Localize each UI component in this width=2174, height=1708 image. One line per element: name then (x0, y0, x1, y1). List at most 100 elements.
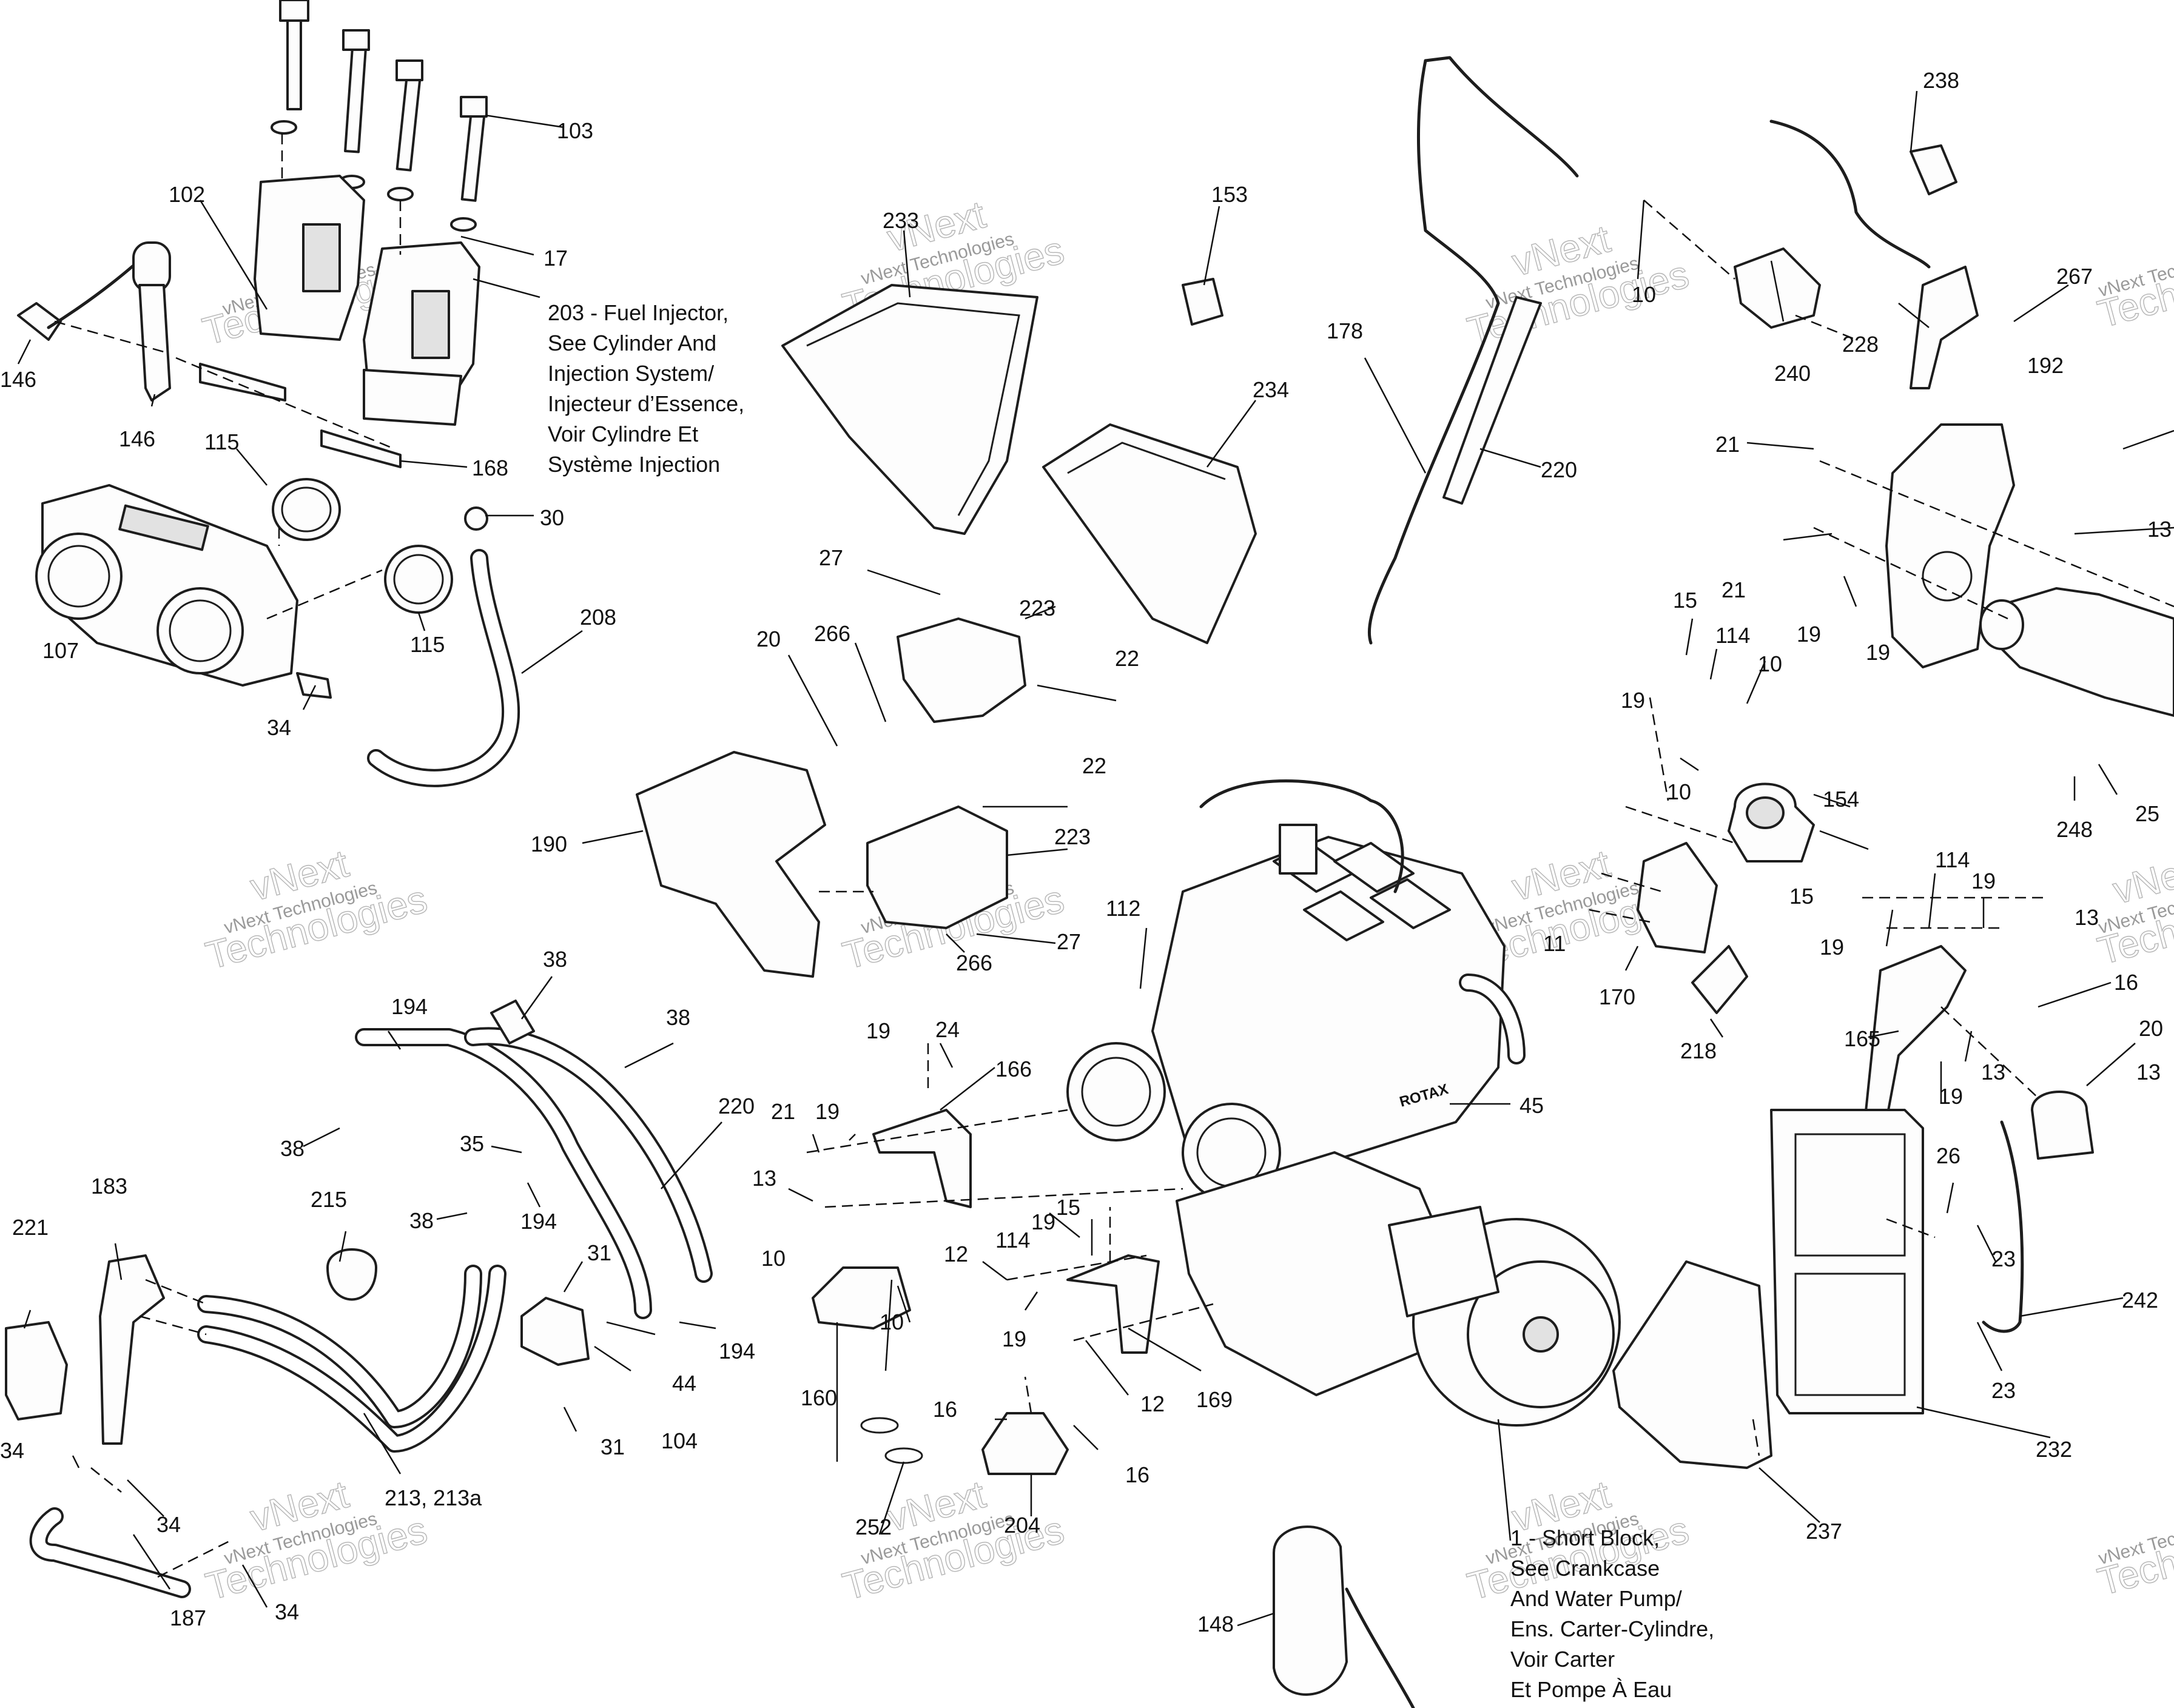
callout-label: 22 (1082, 753, 1106, 778)
callout-label: 228 (1842, 332, 1879, 357)
callout-label: 232 (2036, 1437, 2072, 1462)
note-line: See Cylinder And (548, 331, 716, 355)
callout-label: 19 (1031, 1209, 1055, 1234)
callout-label: 168 (472, 456, 508, 480)
o-ring-252 (884, 1447, 923, 1464)
callout-label: 17 (544, 246, 568, 271)
callout-label: 13 (1981, 1060, 2005, 1084)
callout-label: 114 (995, 1228, 1030, 1252)
connector-221 (5, 1321, 68, 1421)
pad-218 (1691, 945, 1748, 1014)
callout-label: 19 (815, 1099, 840, 1124)
callout-label: 248 (2056, 817, 2093, 842)
note-line: See Crankcase (1510, 1556, 1660, 1581)
callout-label: 16 (933, 1397, 957, 1422)
callout-label: 19 (1820, 935, 1844, 960)
note-line: 203 - Fuel Injector, (548, 300, 729, 325)
callout-label: 112 (1106, 896, 1140, 921)
callout-label: 21 (1721, 577, 1746, 602)
callout-label: 20 (2139, 1016, 2163, 1041)
callout-label: 38 (543, 947, 567, 972)
callout-label: 194 (520, 1209, 557, 1234)
ignition-coils (254, 175, 480, 426)
callout-label: 169 (1196, 1387, 1233, 1412)
callout-label: 170 (1599, 984, 1635, 1009)
callout-label: 20 (756, 627, 781, 651)
callout-label: 102 (169, 182, 205, 207)
callout-label: 31 (587, 1240, 611, 1265)
spark-plug-wire-146 (17, 241, 402, 468)
callout-label: 25 (2135, 801, 2159, 826)
engine-mount-192 (1885, 423, 2174, 717)
callout-label: 34 (0, 1438, 24, 1463)
callout-label: 215 (311, 1187, 347, 1212)
callout-label: 115 (204, 429, 239, 454)
note-line: And Water Pump/ (1510, 1586, 1682, 1611)
callout-label: 237 (1806, 1519, 1842, 1544)
note-line: Injection System/ (548, 361, 714, 386)
callout-label: 19 (1797, 622, 1821, 647)
ignition-bolts (271, 0, 488, 232)
callout-label: 16 (2114, 970, 2138, 995)
bracket-190 (636, 751, 826, 978)
callout-label: 15 (1673, 588, 1697, 613)
note-line: Voir Carter (1510, 1647, 1615, 1672)
callout-label: 15 (1789, 884, 1814, 909)
callout-label: 267 (2056, 264, 2093, 289)
callout-label: 35 (460, 1131, 484, 1156)
note-line: Ens. Carter-Cylindre, (1510, 1616, 1714, 1641)
bracket-166 (872, 1109, 972, 1208)
callout-label: 10 (761, 1246, 786, 1271)
callout-label: 166 (995, 1057, 1032, 1081)
callout-label: 23 (1991, 1246, 2016, 1271)
bracket-169 (1066, 1254, 1160, 1354)
callout-label: 115 (410, 632, 445, 657)
cover-233 (781, 284, 1038, 535)
bracket-237 (1612, 1260, 1772, 1469)
callout-label: 107 (42, 638, 79, 663)
callout-label: 194 (719, 1339, 755, 1363)
callout-label: 183 (91, 1174, 127, 1199)
callout-label: 13 (2136, 1060, 2161, 1084)
callout-label: 252 (855, 1515, 892, 1539)
callout-label: 204 (1004, 1513, 1040, 1538)
callout-label: 27 (1057, 929, 1081, 954)
callout-label: 194 (391, 994, 428, 1019)
throttle-body-107 (35, 484, 298, 687)
callout-label: 13 (752, 1166, 776, 1191)
parts-drawings: ROTAX (5, 0, 2174, 1708)
mount-160 (812, 1266, 911, 1330)
callout-label: 13 (2075, 905, 2099, 930)
callout-label: 165 (1844, 1026, 1880, 1051)
rail-183 (99, 1254, 165, 1445)
engine-block: ROTAX (1066, 779, 1621, 1427)
callout-label: 31 (601, 1434, 625, 1459)
callout-label: 223 (1054, 824, 1091, 849)
note-line: Injecteur d’Essence, (548, 391, 744, 416)
cap-154 (1728, 782, 1815, 862)
callout-label: 22 (1115, 646, 1139, 671)
callout-label: 10 (1632, 282, 1656, 307)
handle-148 (1273, 1525, 1415, 1708)
callout-label: 23 (1991, 1378, 2016, 1403)
callout-labels: 103 102 17 146 146 168 115 115 30 208 10… (0, 68, 2172, 1636)
callout-label: 238 (1923, 68, 1959, 93)
callout-label: 221 (12, 1215, 49, 1240)
o-ring-252 (860, 1417, 899, 1434)
cover-234 (1042, 423, 1257, 644)
callout-label: 16 (1125, 1462, 1149, 1487)
callout-label: 15 (1056, 1195, 1080, 1220)
callout-label: 38 (280, 1136, 305, 1161)
callout-label: 12 (944, 1242, 968, 1266)
callout-label: 19 (1621, 688, 1645, 713)
callout-label: 34 (267, 715, 291, 740)
callout-label: 154 (1823, 787, 1859, 812)
callout-label: 104 (661, 1428, 698, 1453)
wire-242 (1982, 1120, 2024, 1333)
callout-label: 27 (819, 545, 843, 570)
callout-label: 266 (814, 621, 850, 646)
callout-label: 233 (883, 208, 919, 233)
callout-label: 30 (540, 505, 564, 530)
hose-208 (296, 506, 520, 787)
callout-label: 160 (801, 1385, 837, 1410)
